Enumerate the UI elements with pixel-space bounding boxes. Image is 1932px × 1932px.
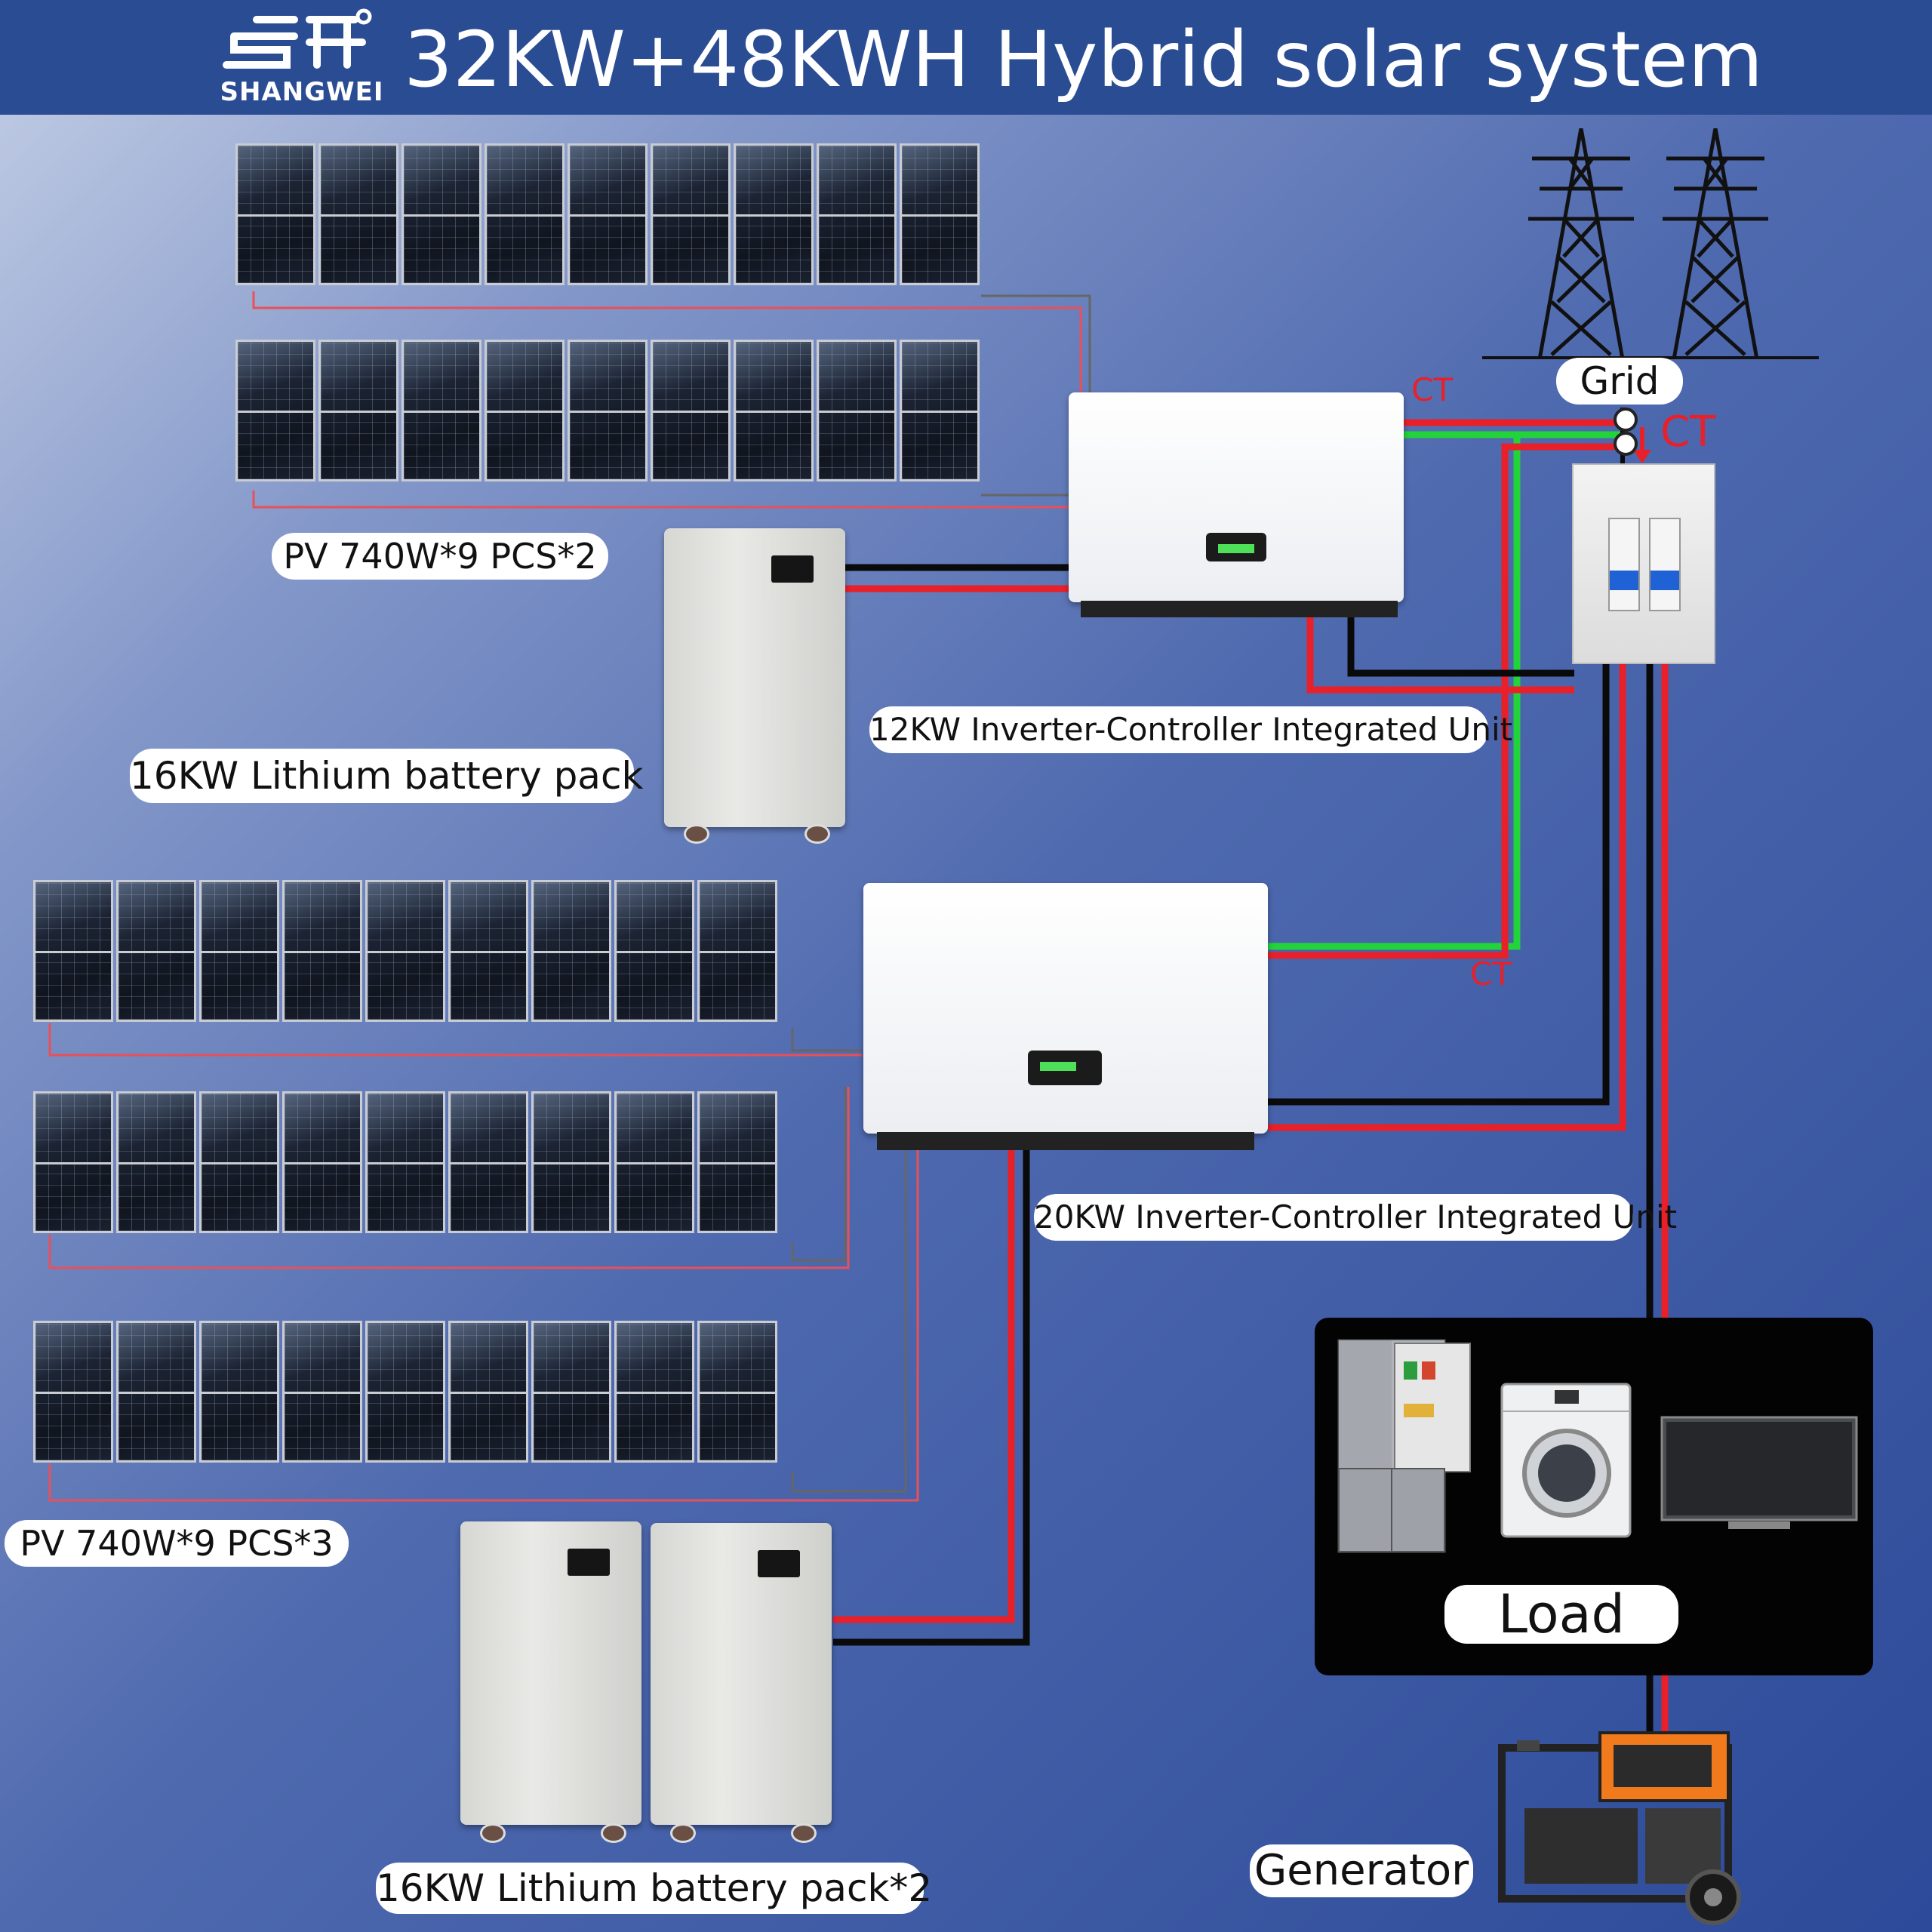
solar-panel-icon	[531, 1091, 611, 1233]
transmission-tower-icon	[1528, 128, 1634, 359]
logo-brand-text: SHANGWEI	[220, 77, 384, 107]
ct-label-inverter-top: CT	[1411, 371, 1453, 408]
solar-panel-icon	[282, 1091, 362, 1233]
generator-label: Generator	[1250, 1844, 1473, 1897]
solar-panel-icon	[365, 880, 445, 1022]
solar-panel-icon	[282, 1321, 362, 1463]
inverter-display	[1028, 1051, 1102, 1085]
solar-panel-icon	[318, 340, 398, 481]
grid-label: Grid	[1556, 358, 1683, 405]
solar-panel-icon	[697, 1091, 777, 1233]
solar-panel-icon	[900, 143, 980, 285]
battery-top-label: 16KW Lithium battery pack	[130, 749, 643, 803]
solar-panel-icon	[900, 340, 980, 481]
load-label: Load	[1444, 1585, 1678, 1644]
solar-panel-icon	[651, 143, 731, 285]
ct-sensor-icon	[1614, 432, 1638, 456]
solar-panel-icon	[199, 1091, 279, 1233]
solar-panel-icon	[448, 1091, 528, 1233]
washing-machine-icon	[1500, 1383, 1632, 1538]
solar-panel-icon	[651, 340, 731, 481]
inverter-connector-strip	[1081, 601, 1398, 617]
solar-panel-icon	[33, 880, 113, 1022]
pv-string-top-1	[235, 143, 980, 285]
pv-string-bottom-2	[33, 1091, 777, 1233]
solar-panel-icon	[817, 340, 897, 481]
inverter-display	[1206, 533, 1266, 561]
solar-panel-icon	[614, 880, 694, 1022]
solar-panel-icon	[614, 1091, 694, 1233]
battery-bottom-label: 16KW Lithium battery pack*2	[376, 1863, 932, 1914]
breaker-switch	[1649, 518, 1681, 611]
breaker-indicator	[1610, 571, 1638, 590]
solar-panel-icon	[116, 1321, 196, 1463]
inverter-20kw	[863, 883, 1268, 1134]
generator-icon	[1498, 1731, 1741, 1925]
solar-panel-icon	[365, 1321, 445, 1463]
inverter-connector-strip	[877, 1132, 1254, 1150]
solar-panel-icon	[697, 1321, 777, 1463]
solar-panel-icon	[199, 880, 279, 1022]
solar-panel-icon	[235, 340, 315, 481]
pv-string-bottom-3	[33, 1321, 777, 1463]
battery-display	[758, 1550, 800, 1577]
breaker-box-icon	[1572, 463, 1715, 664]
battery-wheel	[791, 1823, 817, 1843]
refrigerator-icon	[1337, 1339, 1471, 1553]
tv-icon	[1660, 1416, 1858, 1529]
battery-pack-bottom-1	[460, 1521, 641, 1825]
inverter-bottom-label: 20KW Inverter-Controller Integrated Unit	[1034, 1194, 1677, 1241]
ct-label-inverter-bottom: CT	[1470, 955, 1512, 992]
solar-panel-icon	[282, 880, 362, 1022]
solar-panel-icon	[485, 340, 565, 481]
battery-wheel	[601, 1823, 626, 1843]
battery-wheel	[670, 1823, 696, 1843]
solar-panel-icon	[531, 880, 611, 1022]
solar-panel-icon	[199, 1321, 279, 1463]
solar-panel-icon	[734, 143, 814, 285]
pv-string-bottom-1	[33, 880, 777, 1022]
breaker-indicator	[1651, 571, 1679, 590]
solar-panel-icon	[448, 880, 528, 1022]
solar-panel-icon	[531, 1321, 611, 1463]
load-box: Load	[1315, 1318, 1873, 1675]
solar-panel-icon	[697, 880, 777, 1022]
transmission-tower-icon	[1663, 128, 1768, 359]
battery-display	[568, 1549, 610, 1576]
solar-panel-icon	[568, 340, 648, 481]
solar-panel-icon	[235, 143, 315, 285]
pv-string-top-2	[235, 340, 980, 481]
solar-panel-icon	[448, 1321, 528, 1463]
battery-wheel	[684, 824, 709, 844]
solar-panel-icon	[485, 143, 565, 285]
solar-panel-icon	[33, 1091, 113, 1233]
solar-panel-icon	[614, 1321, 694, 1463]
pv-bottom-label: PV 740W*9 PCS*3	[5, 1520, 349, 1567]
solar-panel-icon	[33, 1321, 113, 1463]
battery-display	[771, 555, 814, 583]
solar-panel-icon	[318, 143, 398, 285]
ct-label-grid: CT	[1660, 408, 1716, 457]
solar-panel-icon	[734, 340, 814, 481]
page-title: 32KW+48KWH Hybrid solar system	[404, 15, 1764, 105]
solar-panel-icon	[116, 1091, 196, 1233]
solar-panel-icon	[365, 1091, 445, 1233]
solar-panel-icon	[401, 143, 481, 285]
battery-wheel	[480, 1823, 506, 1843]
battery-pack-top	[664, 528, 845, 827]
solar-panel-icon	[817, 143, 897, 285]
shangwei-logo-icon	[223, 8, 372, 69]
solar-panel-icon	[568, 143, 648, 285]
inverter-top-label: 12KW Inverter-Controller Integrated Unit	[869, 706, 1512, 753]
ct-sensor-icon	[1614, 408, 1638, 432]
solar-panel-icon	[401, 340, 481, 481]
battery-wheel	[804, 824, 830, 844]
battery-pack-bottom-2	[651, 1523, 832, 1825]
solar-panel-icon	[116, 880, 196, 1022]
inverter-12kw	[1069, 392, 1404, 602]
breaker-switch	[1608, 518, 1640, 611]
pv-top-label: PV 740W*9 PCS*2	[272, 533, 608, 580]
